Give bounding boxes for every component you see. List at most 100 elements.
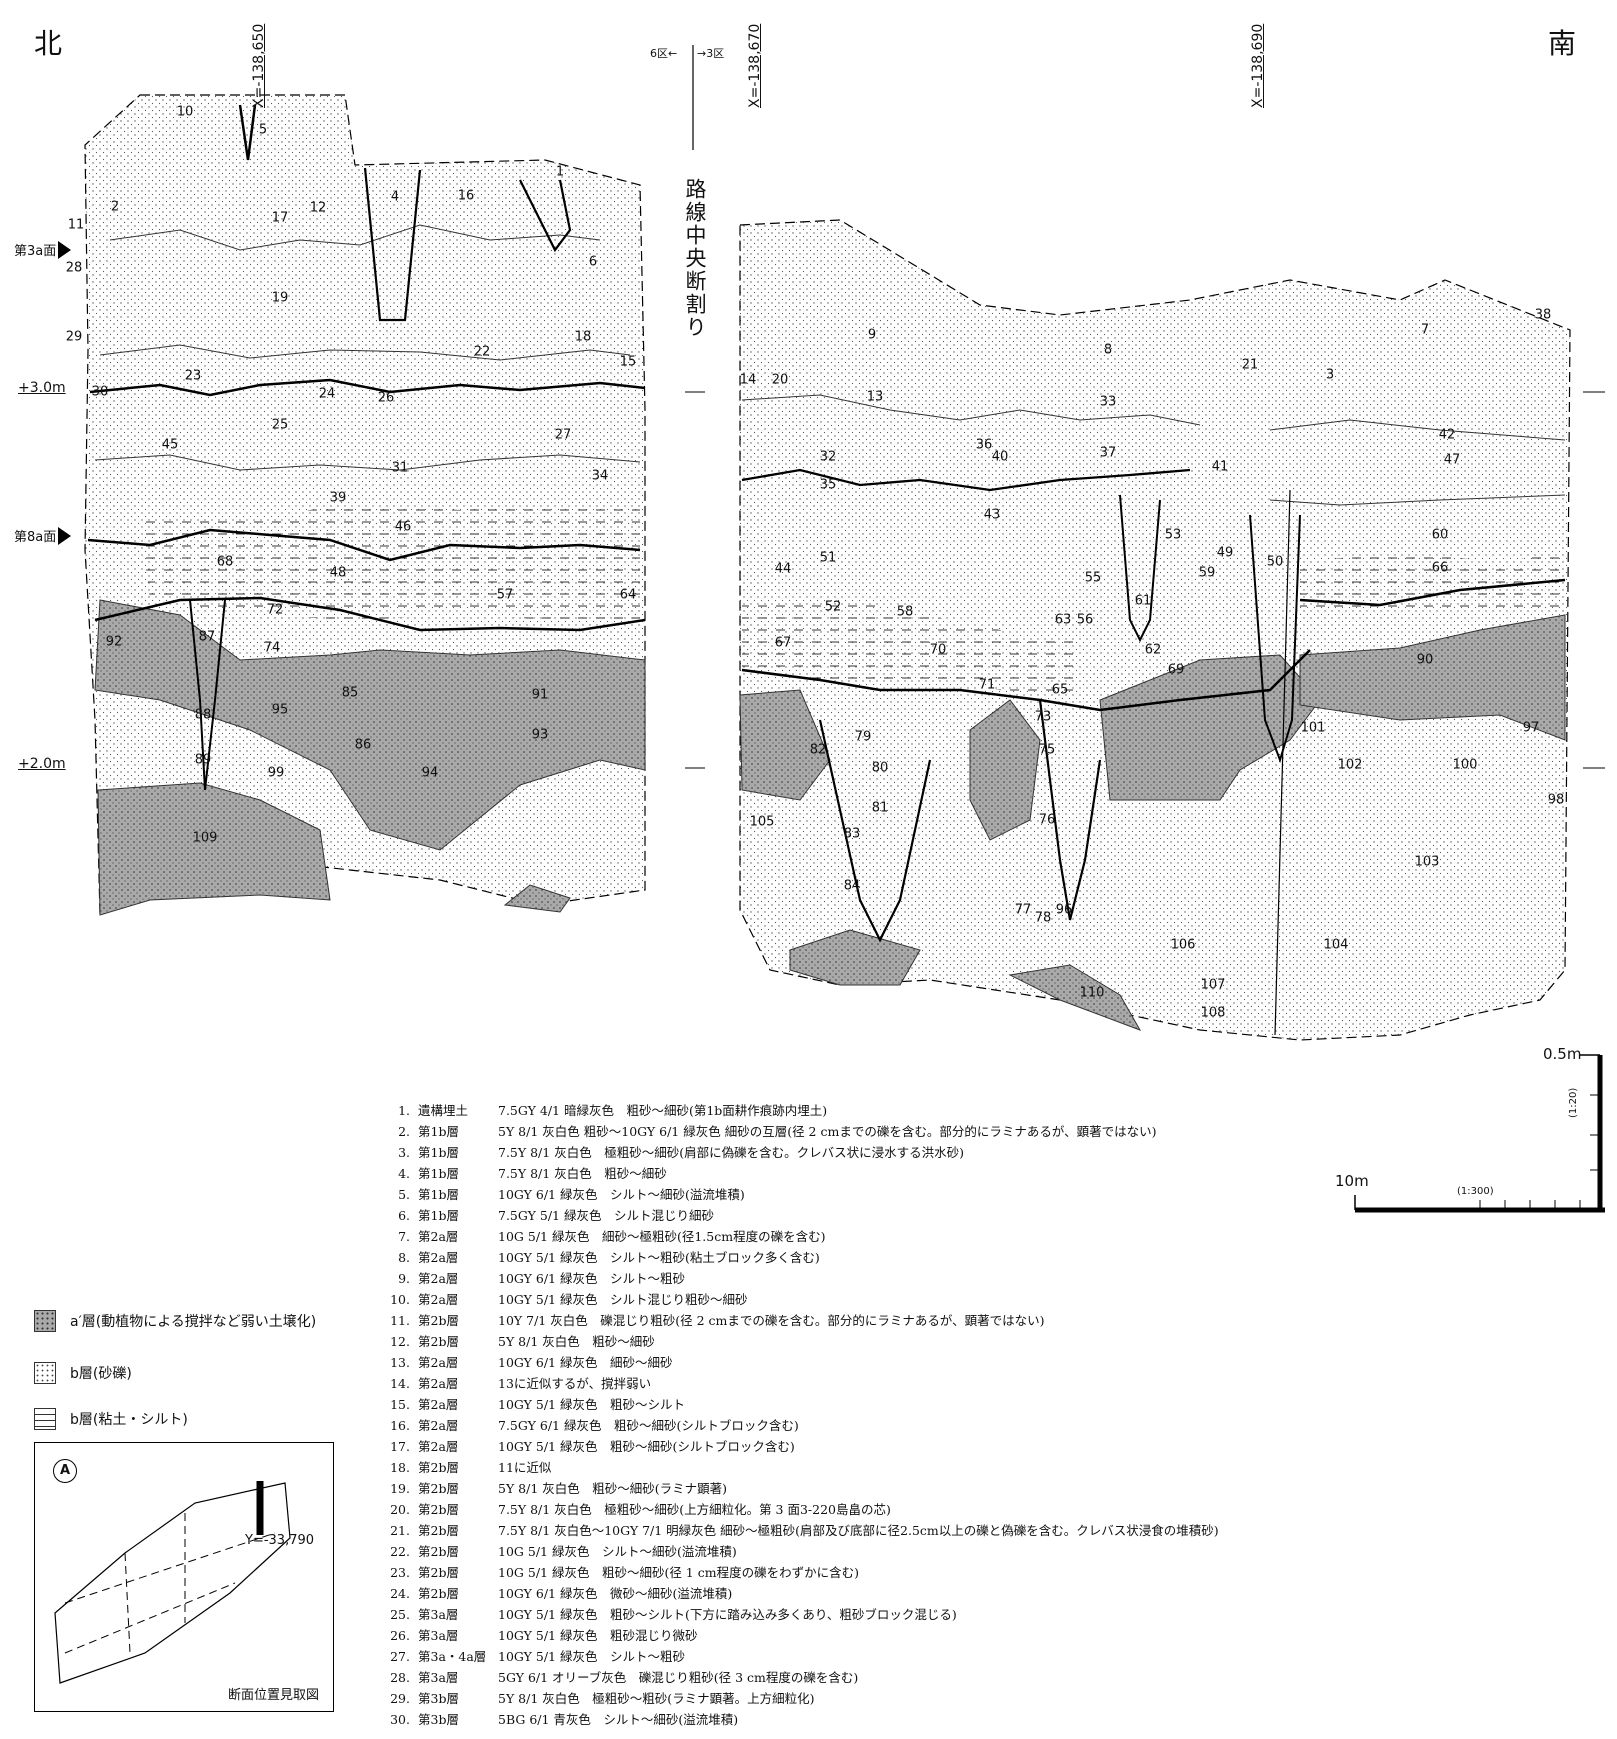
right-gray-base-2 [1008,964,1142,1031]
layer-label: 11 [67,217,85,233]
legend-b-layer-clay: b層(粘土・シルト) [34,1408,188,1430]
legend-label: b層(粘土・シルト) [70,1412,188,1428]
legend-swatch-gray [34,1310,56,1332]
layer-label: 21 [1241,357,1259,373]
layer-label: 59 [1198,565,1216,581]
left-mid-boundary [87,528,641,562]
right-channel-3 [1249,514,1301,764]
layer-label: 86 [354,737,372,753]
layer-label: 37 [1099,445,1117,461]
layer-label: 80 [871,760,889,776]
north-label: 北 [34,27,63,60]
layer-label: 109 [192,830,218,846]
layer-label: 90 [1416,652,1434,668]
layer-label: 33 [1099,394,1117,410]
layer-label: 97 [1522,720,1540,736]
layer-label: 64 [619,587,637,603]
layer-label: 70 [929,642,947,658]
layer-label: 2 [110,199,120,215]
layer-label: 31 [391,460,409,476]
layer-label: 103 [1414,854,1440,870]
legend-label: b層(砂礫) [70,1366,132,1382]
layer-label: 13 [866,389,884,405]
layer-label: 28 [65,260,83,276]
north-arrow-icon: A [53,1459,77,1483]
layer-label: 100 [1452,757,1478,773]
layer-label: 46 [394,519,412,535]
layer-label: 22 [473,344,491,360]
coord-label-1: X=-138,650 [251,23,267,108]
layer-label: 78 [1034,910,1052,926]
layer-label: 74 [263,640,281,656]
surface-label-3a: 第3a面 [14,244,57,259]
layer-label: 50 [1266,554,1284,570]
layer-label: 98 [1547,792,1565,808]
right-thin-boundary-3 [1269,494,1566,506]
layer-label: 55 [1084,570,1102,586]
right-thin-boundary-1 [741,394,1201,426]
layer-label: 68 [216,554,234,570]
right-clay-band [742,595,1080,700]
layer-label: 63 [1054,612,1072,628]
right-gray-base-1 [789,929,921,986]
layer-label: 4 [390,189,400,205]
layer-label: 52 [824,599,842,615]
layer-label: 53 [1164,527,1182,543]
layer-label: 67 [774,635,792,651]
layer-label: 73 [1034,709,1052,725]
centerline-title: 路線中央断割り [683,178,707,339]
legend-label: a′層(動植物による撹拌など弱い土壌化) [70,1314,317,1330]
layer-label: 25 [271,417,289,433]
triangle-arrow-icon [58,526,72,545]
layer-label: 93 [531,727,549,743]
left-gray-pocket [503,884,571,913]
layer-label: 47 [1443,452,1461,468]
right-thin-boundary-2 [1269,419,1566,441]
layer-label: 18 [574,329,592,345]
legend-swatch-dash [34,1408,56,1430]
layer-label: 35 [819,477,837,493]
left-lower-boundary [94,596,646,632]
layer-label: 12 [309,200,327,216]
layer-label: 44 [774,561,792,577]
layer-label: 66 [1431,560,1449,576]
elevation-2m: +2.0m [18,756,66,772]
layer-label: 99 [267,765,285,781]
right-channel-2 [1038,699,1102,921]
layer-label: 87 [198,629,216,645]
layer-label: 49 [1216,545,1234,561]
layer-label: 105 [749,814,775,830]
layer-label: 23 [184,368,202,384]
layer-label: 56 [1076,612,1094,628]
left-thin-boundary-3 [109,224,601,251]
left-gray-band-upper [94,599,646,851]
right-gray-band-south [1299,614,1566,741]
layer-label: 17 [271,210,289,226]
left-thin-boundary-1 [94,454,641,471]
layer-label: 1 [555,164,565,180]
scale-vertical-label: 0.5m [1543,1045,1582,1063]
layer-label: 79 [854,729,872,745]
right-section-panel [739,219,1571,1041]
layer-label: 106 [1170,937,1196,953]
left-channel-2 [238,104,257,161]
right-gray-pocket-mid [969,699,1041,841]
key-map-drawing [54,1481,291,1684]
layer-label: 72 [266,602,284,618]
layer-label: 95 [271,702,289,718]
layer-label: 16 [457,188,475,204]
layer-label: 101 [1300,720,1326,736]
